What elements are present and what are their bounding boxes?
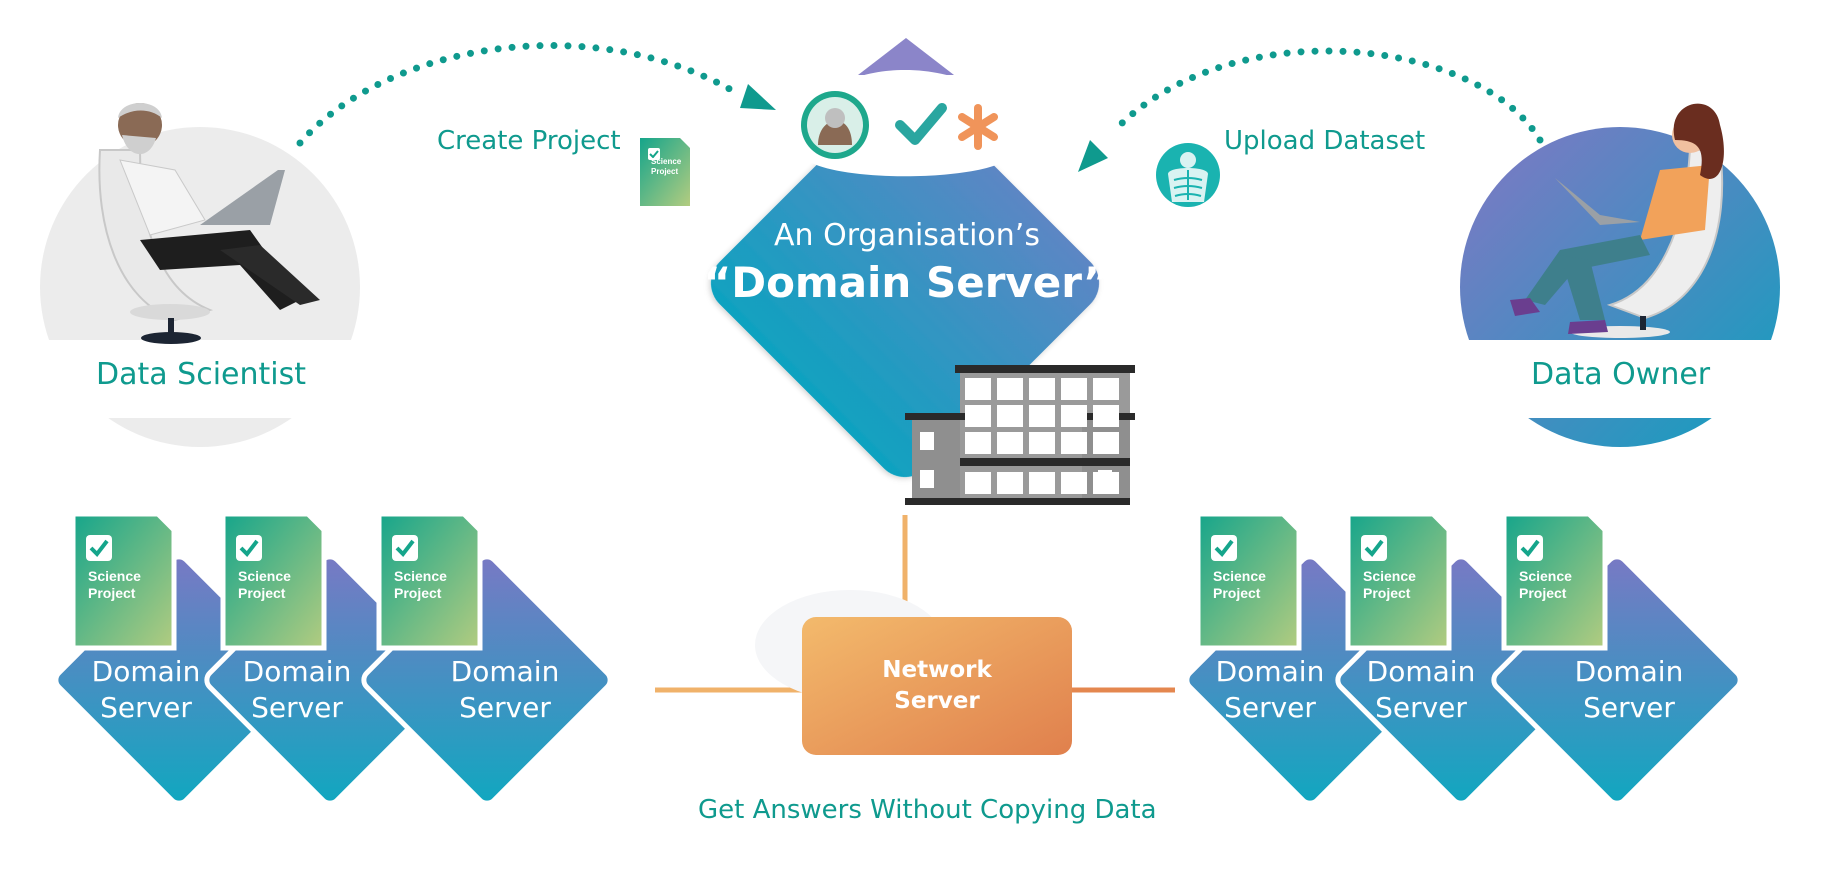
data-scientist-figure <box>98 103 320 344</box>
checkbox-icon <box>1214 539 1234 558</box>
xray-chest-icon <box>1156 143 1220 207</box>
data-scientist-group <box>30 103 390 447</box>
data-owner-label: Data Owner <box>1531 357 1711 392</box>
left-domain-cluster <box>53 511 613 806</box>
network-server-box <box>802 617 1072 755</box>
domain-server-title: “Domain Server” <box>703 258 1111 307</box>
main-domain-server <box>710 38 1135 505</box>
science-project-card <box>70 511 177 651</box>
create-project-label: Create Project <box>437 126 621 156</box>
checkbox-icon <box>1520 539 1540 558</box>
science-project-card <box>220 511 327 651</box>
right-domain-cluster <box>1184 511 1743 806</box>
data-owner-group <box>1440 103 1800 447</box>
asterisk-icon <box>958 104 998 150</box>
footer-caption: Get Answers Without Copying Data <box>698 795 1157 825</box>
connections <box>296 42 1544 693</box>
arrowhead-left <box>740 84 776 110</box>
checkbox-icon <box>239 539 259 558</box>
science-project-card <box>1345 511 1452 651</box>
checkbox-icon <box>89 539 109 558</box>
data-scientist-label: Data Scientist <box>96 357 306 392</box>
organisation-title: An Organisation’s <box>774 218 1040 253</box>
science-project-mini-icon <box>640 138 690 206</box>
upload-dataset-label: Upload Dataset <box>1224 126 1426 156</box>
checkmark-icon <box>895 103 947 145</box>
data-owner-figure <box>1510 103 1724 338</box>
top-indicator-triangle <box>858 38 954 75</box>
checkbox-icon <box>395 539 415 558</box>
building-icon <box>905 365 1135 505</box>
arrowhead-right <box>1078 140 1108 172</box>
science-project-card <box>376 511 483 651</box>
checkbox-icon <box>1364 539 1384 558</box>
science-project-card <box>1195 511 1302 651</box>
arrow-create-project <box>296 42 744 147</box>
science-project-card <box>1501 511 1608 651</box>
